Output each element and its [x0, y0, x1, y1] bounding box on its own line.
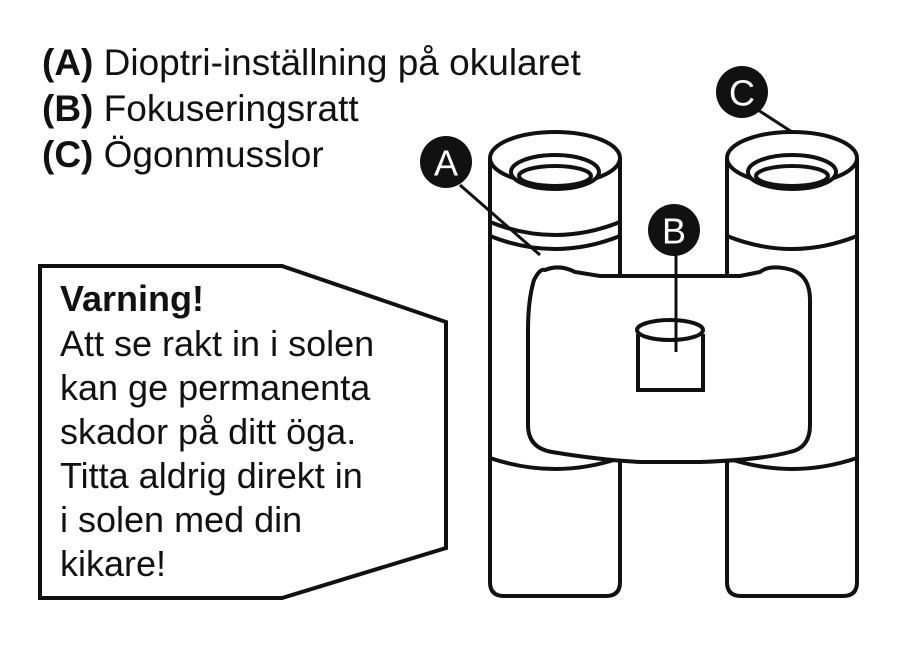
leader-line-c: [757, 108, 793, 134]
warning-line: Titta aldrig direkt in: [60, 455, 363, 496]
legend-text: Ögonmusslor: [103, 134, 324, 175]
warning-line: i solen med din: [60, 499, 303, 540]
marker-c-label: C: [729, 73, 755, 114]
warning-body: Att se rakt in i solen kan ge permanenta…: [60, 322, 374, 586]
warning-line: kan ge permanenta: [60, 367, 371, 408]
legend-item-c: (C) Ögonmusslor: [42, 132, 581, 178]
left-barrel: [488, 130, 622, 598]
legend: (A) Dioptri-inställning på okularet (B) …: [42, 40, 581, 178]
legend-key: (C): [42, 134, 94, 175]
warning-line: Att se rakt in i solen: [60, 323, 375, 364]
marker-c: C: [716, 66, 768, 118]
warning-line: skador på ditt öga.: [60, 411, 357, 452]
marker-a: A: [420, 136, 472, 188]
marker-b: B: [648, 204, 700, 256]
marker-b-label: B: [662, 211, 686, 252]
marker-a-label: A: [434, 143, 458, 184]
warning-line: kikare!: [60, 543, 167, 584]
legend-key: (A): [42, 42, 94, 83]
legend-text: Fokuseringsratt: [103, 88, 359, 129]
legend-item-a: (A) Dioptri-inställning på okularet: [42, 40, 581, 86]
legend-item-b: (B) Fokuseringsratt: [42, 86, 581, 132]
leader-line-a: [459, 183, 541, 257]
focus-wheel: [635, 318, 705, 392]
legend-text: Dioptri-inställning på okularet: [103, 42, 581, 83]
warning-title: Varning!: [60, 278, 205, 319]
warning-callout-shape: [38, 264, 448, 600]
legend-key: (B): [42, 88, 94, 129]
